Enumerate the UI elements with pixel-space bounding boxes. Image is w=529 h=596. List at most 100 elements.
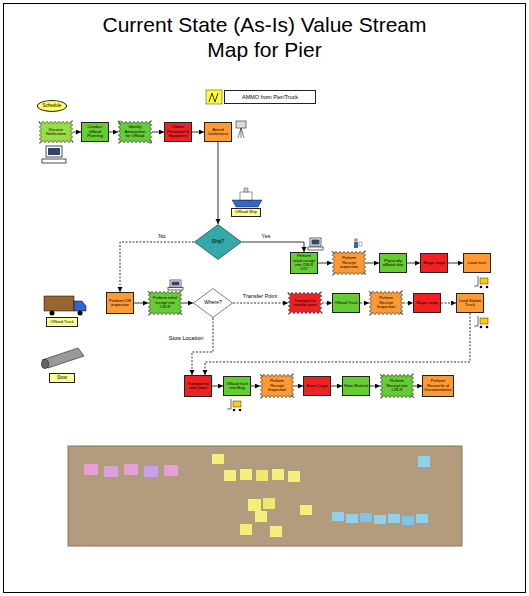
ship-icon bbox=[232, 188, 262, 207]
text-block: Offload Ship bbox=[233, 210, 259, 214]
edge-label: Stow Location bbox=[168, 335, 205, 341]
text-block: Attend Conference bbox=[206, 128, 230, 137]
connector bbox=[448, 263, 463, 264]
node-text: Perform Receipt Inspection bbox=[265, 379, 290, 392]
burst-shape bbox=[260, 374, 294, 398]
text-block: Offload Truck bbox=[334, 301, 358, 305]
text-block: Perform initial receipt into CIS-R O/O bbox=[292, 254, 316, 272]
text-block: Perform Reconcile of Documentation bbox=[424, 379, 452, 392]
process-box: Perform Reconcile of Documentation bbox=[422, 375, 454, 397]
text-block: Stow bbox=[51, 376, 73, 381]
truck-icon bbox=[44, 296, 86, 316]
computer-icon bbox=[42, 146, 66, 163]
burst-shape bbox=[380, 374, 414, 398]
text-block: Offload truck into Mag bbox=[225, 382, 249, 391]
kaizen-burst-box: Perform Receipt Inspection bbox=[260, 374, 294, 398]
forklift-icon bbox=[474, 276, 488, 288]
node-text: Where? bbox=[202, 300, 224, 306]
connector bbox=[205, 313, 470, 375]
process-box: Offload Truck bbox=[46, 317, 78, 327]
computer-icon bbox=[308, 238, 323, 250]
connector bbox=[294, 386, 303, 387]
burst-shape bbox=[369, 291, 403, 315]
text-block: Receive Notification bbox=[44, 128, 69, 137]
diamond-shape bbox=[195, 225, 242, 260]
node-text: Identify Ammunition for Offload bbox=[123, 125, 148, 138]
node-text: Obtain Personnel & Equipment bbox=[166, 125, 190, 138]
node-text: Transport to transfer point bbox=[293, 299, 318, 308]
connector bbox=[218, 142, 219, 224]
forklift-icon bbox=[227, 399, 241, 411]
connector bbox=[441, 303, 456, 304]
connector bbox=[120, 242, 194, 292]
text-block: Stow Material bbox=[344, 384, 368, 388]
node-text: Load Station Truck bbox=[458, 299, 482, 308]
node-text: Offload Ship bbox=[233, 210, 259, 214]
decision-diamond: Ship? bbox=[194, 224, 242, 260]
text-block: Physically offload ship bbox=[381, 259, 405, 268]
node-text: Perform ICE inspection bbox=[108, 299, 132, 308]
text-block: Perform Receipt Inspection bbox=[374, 296, 399, 309]
title: Current State (As-Is) Value Stream Map f… bbox=[84, 12, 445, 62]
text-block: Perform Receipt inspection bbox=[337, 256, 362, 269]
inspector-icon bbox=[354, 238, 362, 248]
process-box: Attend Conference bbox=[204, 122, 232, 142]
text-block: Transport to stow point bbox=[186, 382, 210, 391]
node-text: Perform initial receipt into CIS-R bbox=[153, 296, 178, 309]
burst-shape bbox=[39, 121, 73, 143]
connector bbox=[414, 386, 422, 387]
process-box: Offload truck into Mag bbox=[223, 376, 251, 396]
text-block: Identify Ammunition for Offload bbox=[123, 125, 148, 138]
node-text: Perform Receipt inspection bbox=[337, 256, 362, 269]
connector bbox=[407, 263, 420, 264]
process-box: Stage cargo bbox=[413, 293, 441, 313]
node-text: Stow bbox=[51, 376, 73, 381]
connector bbox=[192, 132, 204, 133]
process-box: Transport to stow point bbox=[184, 375, 212, 397]
edge-label: Yes bbox=[261, 233, 272, 239]
process-box: Offload Ship bbox=[231, 208, 261, 217]
connector bbox=[73, 132, 81, 133]
edge-label: Transfer Point bbox=[242, 293, 278, 299]
text-block: AMMO from Pier/Truck bbox=[226, 94, 314, 100]
text-block: Stage cargo bbox=[415, 301, 439, 305]
text-block: Ship? bbox=[205, 239, 232, 245]
node-text: Offload truck into Mag bbox=[225, 382, 249, 391]
text-block: Perform Receipt Inspection bbox=[265, 379, 290, 392]
process-box: Stow bbox=[49, 373, 75, 383]
camera-icon bbox=[236, 121, 246, 138]
node-text: Perform Reconcile of Documentation bbox=[424, 379, 452, 392]
text-block: Load Station Truck bbox=[458, 299, 482, 308]
schedule-oval: Schedule bbox=[37, 100, 67, 112]
connector bbox=[370, 386, 380, 387]
diamond-shape bbox=[194, 289, 233, 318]
computer-icon bbox=[168, 280, 183, 290]
text-block: Load truck bbox=[465, 261, 489, 265]
text-block: Perform ICE inspection bbox=[108, 299, 132, 308]
connector bbox=[366, 263, 379, 264]
node-text: Conduct offload Planning bbox=[83, 125, 107, 138]
text-block: Stow Cargo bbox=[305, 384, 329, 388]
node-text: Ship? bbox=[205, 239, 232, 245]
connector bbox=[212, 386, 223, 387]
process-box: AMMO from Pier/Truck bbox=[224, 90, 316, 104]
process-box: Perform initial receipt into CIS-R O/O bbox=[290, 252, 318, 274]
burst-shape bbox=[288, 292, 322, 314]
process-box: Stow Material bbox=[342, 376, 370, 396]
node-text: Offload Truck bbox=[48, 320, 76, 324]
process-box: Offload Truck bbox=[332, 293, 360, 313]
node-text: AMMO from Pier/Truck bbox=[226, 94, 314, 100]
node-text: Perform initial receipt into CIS-R O/O bbox=[292, 254, 316, 272]
connector bbox=[152, 132, 164, 133]
kaizen-burst-box: Perform Receipt Inspection bbox=[369, 291, 403, 315]
process-box: Load Station Truck bbox=[456, 293, 484, 313]
node-text: Schedule bbox=[40, 104, 64, 109]
process-box: Conduct offload Planning bbox=[81, 122, 109, 142]
node-text: Offload Truck bbox=[334, 301, 358, 305]
text-block: Conduct offload Planning bbox=[83, 125, 107, 138]
connector bbox=[242, 242, 304, 252]
connector bbox=[322, 303, 332, 304]
process-box: Obtain Personnel & Equipment bbox=[164, 122, 192, 142]
stow-cylinder bbox=[42, 348, 85, 369]
text-block: Stage cargo bbox=[422, 261, 446, 265]
